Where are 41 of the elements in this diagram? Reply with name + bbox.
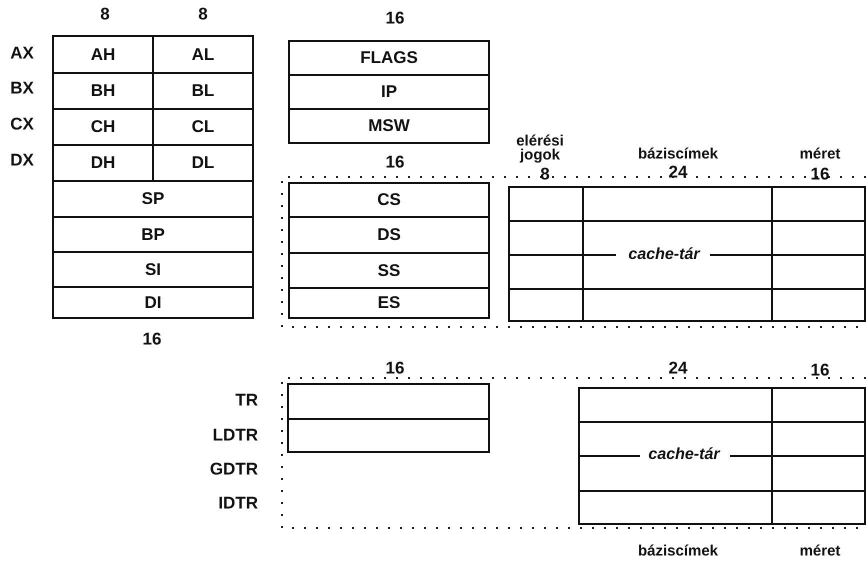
width-number: 8 [100,6,110,22]
register-box: DI [52,286,254,319]
register-box: SI [52,251,254,288]
width-number: 16 [810,166,830,182]
register-name: CX [10,116,34,132]
width-number: 16 [386,154,404,170]
register-name: BX [10,80,34,96]
register-name: TR [235,392,258,408]
register-box: BP [52,216,254,253]
register-box: FLAGS [288,40,490,76]
width-number: 16 [142,330,162,348]
register-box: SP [52,180,254,218]
register-box: DS [288,216,490,254]
column-heading: báziscímek [638,544,718,558]
cache-label: cache-tár [627,247,702,263]
register-box: AL [152,35,254,74]
register-name: AX [10,44,34,62]
register-box: MSW [288,108,490,144]
column-heading: méret [800,146,840,162]
register-box: SS [288,252,490,289]
width-number: 16 [810,362,830,378]
empty-register-cell [287,383,490,420]
register-box: AH [52,35,154,74]
register-box: CS [288,182,490,218]
width-number: 8 [540,166,550,182]
register-name: LDTR [212,426,258,444]
empty-register-cell [287,418,490,453]
column-heading: méret [800,544,840,558]
register-name: IDTR [218,494,258,512]
width-number: 8 [198,6,208,22]
register-name: GDTR [210,460,258,478]
column-heading: báziscímek [638,146,718,162]
column-heading: elérési jogok [515,134,565,162]
register-box: IP [288,74,490,110]
cache-label: cache-tár [647,447,722,463]
width-number: 24 [668,360,688,376]
register-box: ES [288,287,490,319]
width-number: 24 [668,164,688,180]
register-name: DX [10,152,34,168]
width-number: 16 [386,10,404,26]
width-number: 16 [386,360,404,376]
